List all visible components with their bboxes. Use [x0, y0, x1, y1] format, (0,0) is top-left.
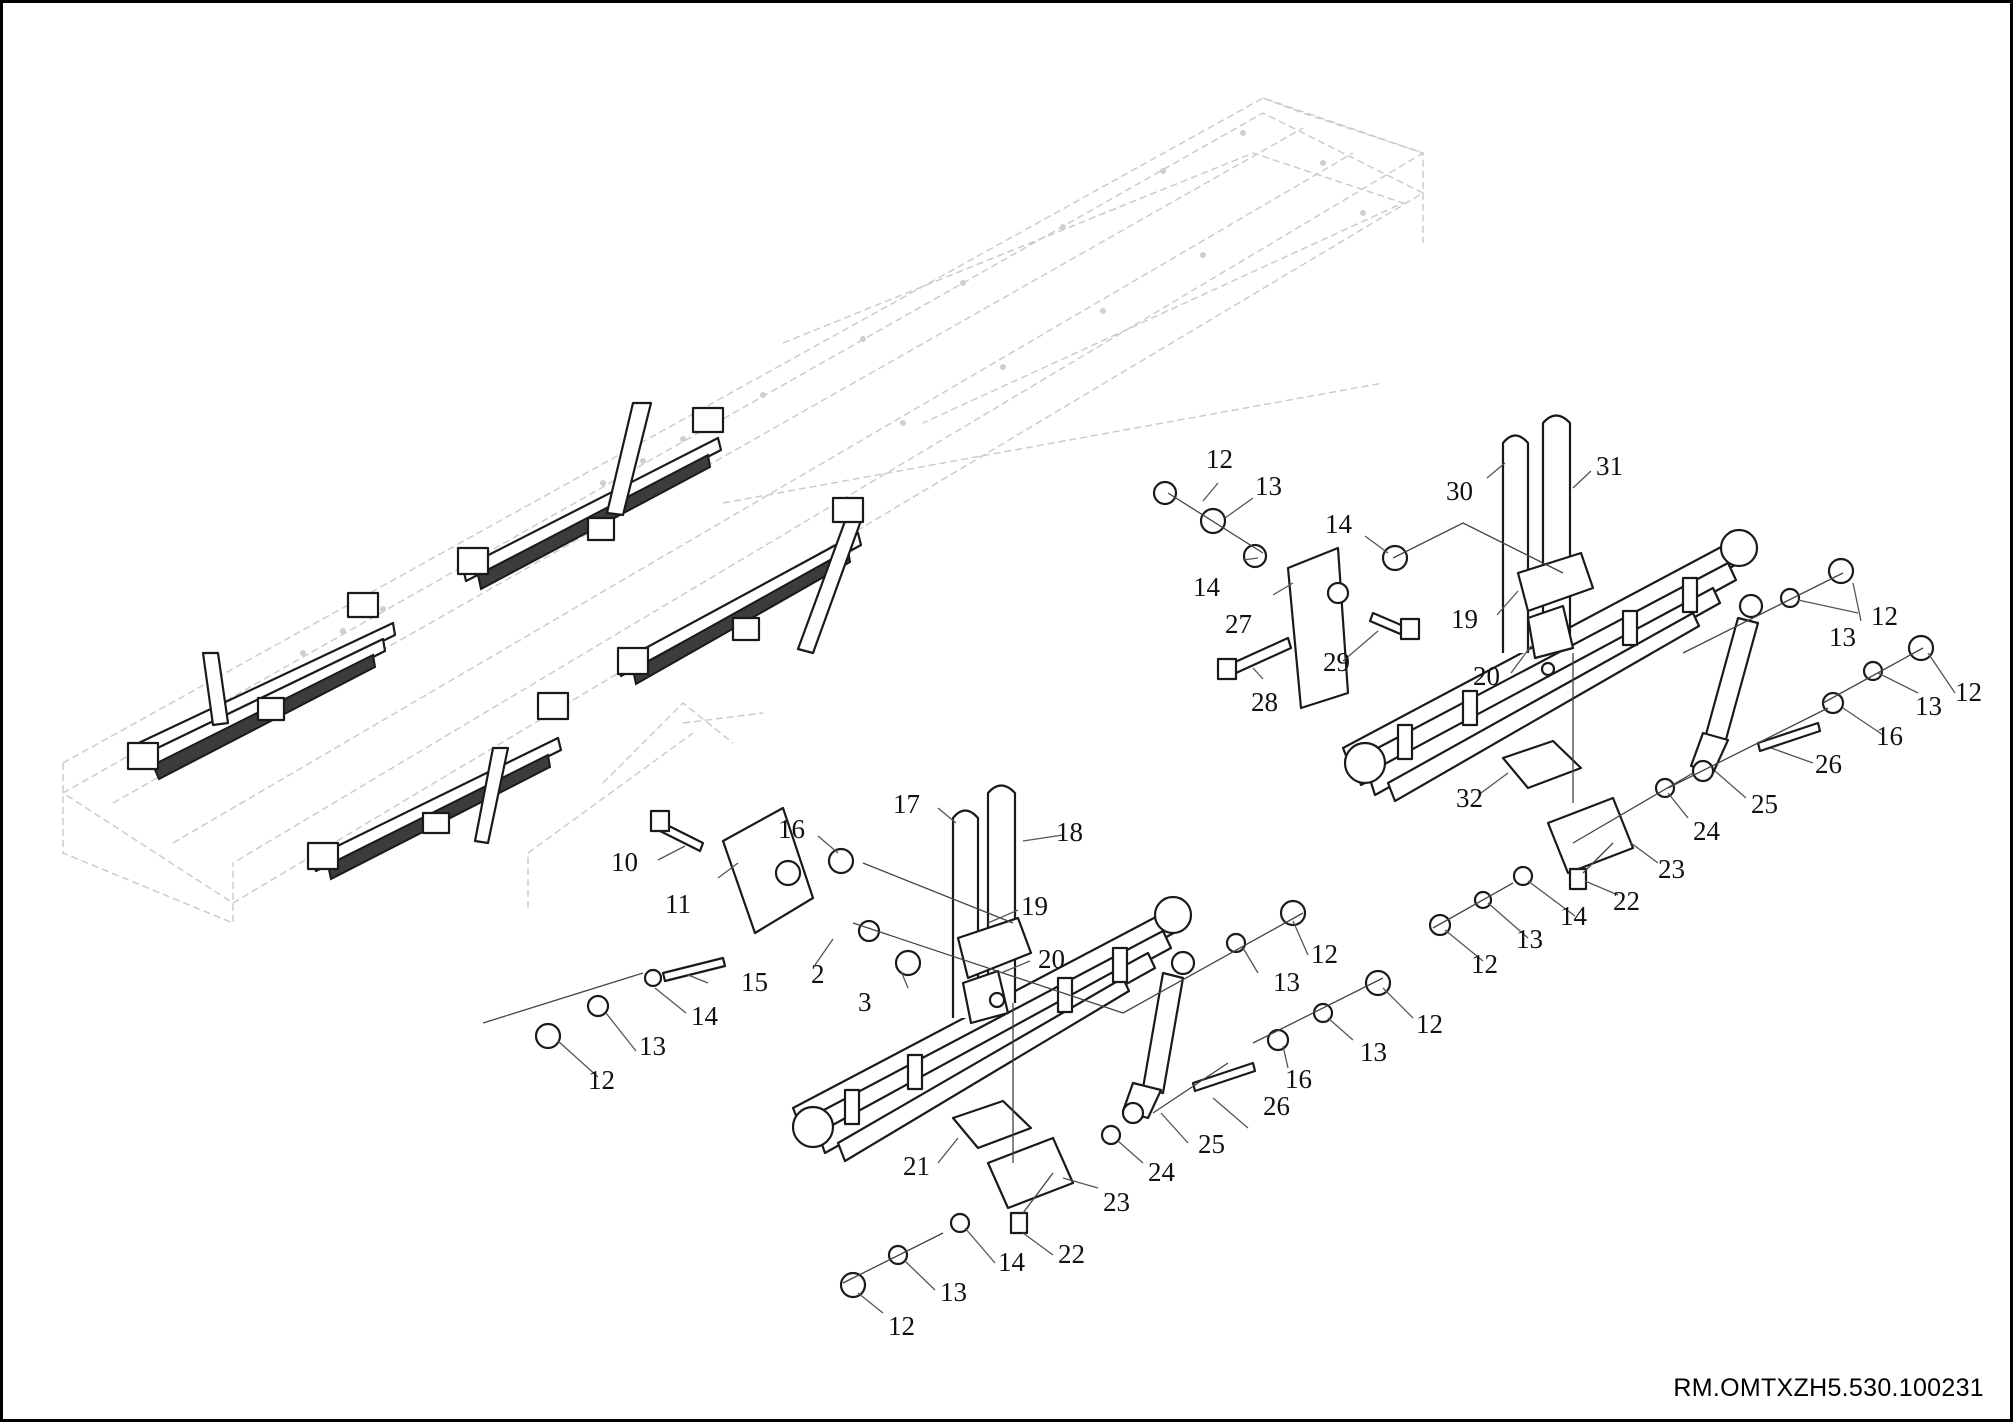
callout-rear-13a: 13 — [1255, 471, 1282, 501]
callout-rear-23: 23 — [1658, 854, 1685, 884]
callout-front-14a: 14 — [691, 1001, 719, 1031]
callout-rear-16: 16 — [1876, 721, 1903, 751]
callout-rear-14c: 14 — [1560, 901, 1588, 931]
callout-front-13a: 13 — [639, 1031, 666, 1061]
callout-rear-12a: 12 — [1206, 444, 1233, 474]
rear-callouts: 12 13 14 14 27 28 29 30 31 19 20 32 12 1… — [1193, 444, 1982, 979]
rear-u-bolt-30 — [1501, 434, 1530, 653]
callout-front-13b: 13 — [1273, 967, 1300, 997]
rear-bracket-27 — [1286, 546, 1350, 710]
callout-rear-12d: 12 — [1471, 949, 1498, 979]
front-hardware — [534, 847, 1392, 1299]
callout-rear-28: 28 — [1251, 687, 1278, 717]
callout-front-12b: 12 — [1311, 939, 1338, 969]
chassis-frame — [61, 97, 1425, 925]
callout-front-24: 24 — [1148, 1157, 1176, 1187]
callout-rear-13c: 13 — [1915, 691, 1942, 721]
front-callouts: 10 11 16 17 18 19 20 2 3 15 14 13 12 12 … — [588, 789, 1443, 1341]
callout-front-20: 20 — [1038, 944, 1065, 974]
callout-rear-26: 26 — [1815, 749, 1842, 779]
callout-rear-32: 32 — [1456, 783, 1483, 813]
callout-front-12a: 12 — [588, 1065, 615, 1095]
callout-front-11: 11 — [665, 889, 691, 919]
callout-rear-29: 29 — [1323, 647, 1350, 677]
rear-shackle-23 — [1546, 796, 1635, 875]
callout-front-15: 15 — [741, 967, 768, 997]
front-u-bolt-18 — [986, 784, 1017, 1003]
rear-shock-absorber — [1689, 593, 1764, 783]
callout-front-18: 18 — [1056, 817, 1083, 847]
front-spacer — [961, 969, 1010, 1025]
callout-front-16: 16 — [778, 814, 805, 844]
callout-rear-14b: 14 — [1325, 509, 1353, 539]
callout-front-25: 25 — [1198, 1129, 1225, 1159]
callout-front-13c: 13 — [1360, 1037, 1387, 1067]
callout-front-3: 3 — [858, 987, 872, 1017]
callout-front-26: 26 — [1263, 1091, 1290, 1121]
callout-rear-30: 30 — [1446, 476, 1473, 506]
front-shackle-23 — [986, 1136, 1075, 1210]
callout-rear-12b: 12 — [1871, 601, 1898, 631]
front-bump-stop — [956, 916, 1033, 980]
callout-rear-25: 25 — [1751, 789, 1778, 819]
assembled-springs — [126, 401, 865, 881]
callout-rear-19: 19 — [1451, 604, 1478, 634]
callout-front-21: 21 — [903, 1151, 930, 1181]
drawing-reference-code: RM.OMTXZH5.530.100231 — [1673, 1374, 1984, 1402]
callout-rear-13d: 13 — [1516, 924, 1543, 954]
rear-plate-32 — [1501, 739, 1583, 790]
callout-front-12d: 12 — [888, 1311, 915, 1341]
callout-front-16b: 16 — [1285, 1064, 1312, 1094]
rear-exploded-group — [1152, 414, 1935, 937]
callout-front-23: 23 — [1103, 1187, 1130, 1217]
callout-front-12c: 12 — [1416, 1009, 1443, 1039]
frame-rivet-holes — [300, 130, 1366, 656]
callout-rear-14a: 14 — [1193, 572, 1221, 602]
callout-front-17: 17 — [893, 789, 920, 819]
front-exploded-group — [482, 784, 1392, 1299]
callout-rear-24: 24 — [1693, 816, 1721, 846]
callout-rear-20: 20 — [1473, 661, 1500, 691]
callout-rear-31: 31 — [1596, 451, 1623, 481]
callout-rear-27: 27 — [1225, 609, 1252, 639]
front-bracket-11 — [721, 806, 815, 935]
front-shock-absorber — [1121, 950, 1196, 1125]
callout-front-22: 22 — [1058, 1239, 1085, 1269]
front-plate-21 — [951, 1099, 1033, 1150]
callout-leaders — [557, 462, 1956, 1314]
callout-front-13d: 13 — [940, 1277, 967, 1307]
callout-front-10: 10 — [611, 847, 638, 877]
front-leaf-spring — [791, 895, 1193, 1163]
callout-rear-13b: 13 — [1829, 622, 1856, 652]
callout-rear-12c: 12 — [1955, 677, 1982, 707]
callout-front-19: 19 — [1021, 891, 1048, 921]
rear-bump-stop — [1516, 551, 1595, 613]
rear-spacer — [1526, 604, 1575, 660]
callout-front-14b: 14 — [998, 1247, 1026, 1277]
callout-front-2: 2 — [811, 959, 825, 989]
exploded-suspension-diagram: 10 11 16 17 18 19 20 2 3 15 14 13 12 12 … — [61, 97, 1982, 1341]
callout-rear-22: 22 — [1613, 886, 1640, 916]
